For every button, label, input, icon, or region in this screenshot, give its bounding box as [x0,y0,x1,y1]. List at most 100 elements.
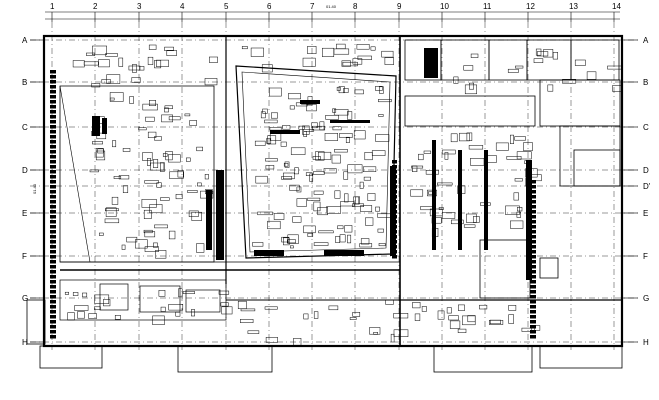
wall-block [530,310,536,314]
equipment-outline [237,300,247,309]
equipment-outline [165,151,173,161]
equipment-outline [204,78,218,86]
equipment-outline [154,136,162,141]
equipment-outline [334,190,341,199]
wall-block [530,195,536,199]
equipment-outline [375,134,390,142]
equipment-outline [312,125,326,131]
equipment-outline [148,44,157,50]
equipment-outline [428,191,433,195]
equipment-outline [352,58,363,65]
equipment-outline [118,57,124,67]
wall-block [530,225,536,229]
wall-block [530,205,536,209]
wall-block [50,250,56,254]
equipment-outline [186,157,191,162]
wall-block [50,120,56,124]
equipment-outline [450,133,458,143]
equipment-outline [168,304,184,311]
equipment-outline [339,234,346,243]
equipment-outline [247,330,260,334]
equipment-outline [535,48,542,56]
equipment-outline [353,130,366,140]
equipment-outline [240,319,254,323]
equipment-outline [307,233,314,237]
wall-block [530,220,536,224]
wall-block [50,235,56,239]
wall-block [50,90,56,94]
wall-block [50,100,56,104]
equipment-outline [473,216,480,223]
wall-block [530,305,536,309]
equipment-outline [161,114,173,123]
equipment-outline [264,119,278,124]
equipment-outline [64,291,69,295]
wall-block [50,130,56,134]
grid-column-label: 8 [353,2,358,11]
equipment-outline [420,206,433,211]
machine-block [254,250,284,256]
equipment-outline [328,305,339,311]
equipment-outline [144,231,156,238]
equipment-outline [98,59,110,68]
equipment-outline [384,57,394,65]
equipment-outline [166,50,177,56]
wall-block [50,145,56,149]
equipment-outline [313,190,324,195]
equipment-outline [311,122,318,129]
equipment-outline [359,181,364,189]
equipment-outline [169,171,184,179]
equipment-outline [307,197,321,201]
equipment-outline [303,225,316,234]
equipment-outline [333,48,350,55]
grid-row-label-left: A [22,36,28,45]
wall-block [530,280,536,284]
equipment-outline [332,108,337,113]
equipment-outline [252,242,264,247]
grid-row-label-right: B [643,78,648,87]
equipment-outline [457,328,467,333]
grid-row-label-right: D [643,166,649,175]
wall-block [530,230,536,234]
wall-block [50,210,56,214]
wall-block [50,240,56,244]
grid-column-label: 9 [397,2,402,11]
equipment-outline [369,327,381,335]
equipment-outline [495,142,509,151]
bottom-annexes [26,299,623,373]
equipment-outline [318,151,332,160]
equipment-outline [89,169,99,173]
equipment-outline [257,211,273,216]
equipment-outline [105,53,118,57]
wall-block [530,295,536,299]
grid-row-label-right: F [643,252,648,261]
equipment-outline [101,79,111,84]
equipment-outline [347,111,353,120]
wall-block [50,285,56,289]
wall-block [50,335,56,339]
wall-block [50,205,56,209]
grid-column-label: 12 [526,2,535,11]
grid-column-label: 3 [137,2,142,11]
equipment-outline [160,306,166,312]
grid-row-label-left: G [22,294,28,303]
equipment-outline [516,151,532,160]
equipment-outline [288,93,301,100]
equipment-outline [154,224,168,229]
equipment-outline [451,219,464,225]
wall-block [50,320,56,324]
equipment-outline [99,232,104,236]
equipment-outline [323,168,337,174]
wall-block [50,290,56,294]
wall-block [50,310,56,314]
equipment-outline [121,244,126,250]
equipment-outline [132,64,137,73]
equipment-outline [378,99,392,103]
equipment-outline [359,243,373,248]
equipment-outline [191,211,202,221]
equipment-outline [521,327,535,332]
equipment-outline [283,172,295,180]
equipment-outline [178,288,183,298]
wall-block [50,305,56,309]
